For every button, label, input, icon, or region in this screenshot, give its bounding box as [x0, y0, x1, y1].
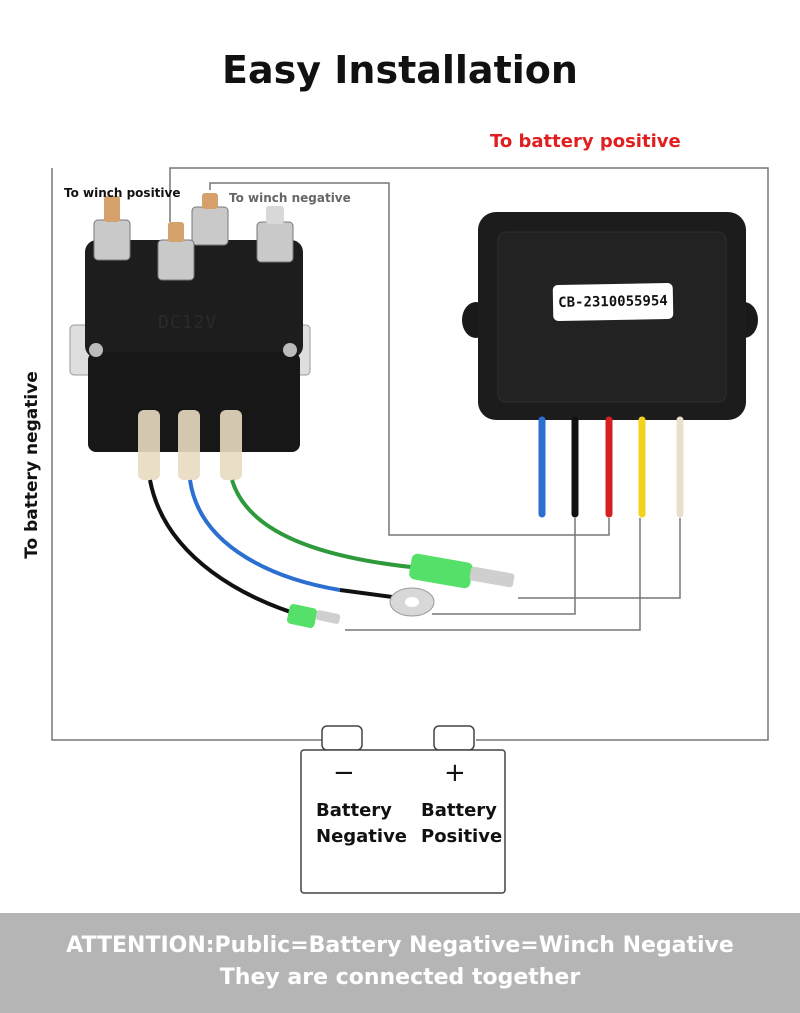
label-to-winch-negative: To winch negative	[229, 191, 351, 205]
black-wire-line	[432, 518, 576, 615]
label-to-battery-positive: To battery positive	[490, 131, 681, 152]
label-to-battery-negative: To battery negative	[22, 371, 42, 559]
battery-negative-sign: −	[333, 758, 355, 788]
connection-lines	[51, 167, 769, 741]
solenoid-spade-connectors	[138, 410, 242, 480]
yellow-wire-line	[345, 518, 641, 631]
black-control-wire	[148, 479, 301, 617]
battery-positive-text: Battery Positive	[421, 798, 502, 850]
battery-positive-post	[433, 725, 475, 751]
battery-negative-text: Battery Negative	[316, 798, 407, 850]
battery-positive-line	[169, 167, 769, 741]
green-terminal-small	[286, 604, 318, 628]
solenoid-posts	[93, 193, 294, 281]
winch-negative-line	[209, 182, 610, 536]
blue-control-wire	[188, 479, 341, 592]
page-title: Easy Installation	[222, 48, 578, 92]
battery-negative-line	[51, 168, 322, 741]
green-terminal-large	[409, 553, 473, 589]
battery-body	[300, 749, 506, 894]
battery-negative-post	[321, 725, 363, 751]
control-box-wires	[538, 416, 684, 518]
blue-to-ring-wire	[339, 588, 401, 600]
white-wire-line	[518, 518, 681, 599]
green-control-wire	[230, 479, 421, 570]
attention-line2: They are connected together	[219, 965, 581, 990]
wire-terminals	[286, 553, 515, 628]
control-box-code-label: CB-2310055954	[552, 282, 674, 322]
battery-positive-sign: +	[444, 758, 466, 788]
attention-line1: ATTENTION:Public=Battery Negative=Winch …	[66, 933, 734, 958]
battery-negative-line1: Battery	[316, 800, 392, 821]
solenoid-top-body	[85, 240, 303, 358]
battery	[300, 725, 506, 894]
battery-positive-line1: Battery	[421, 800, 497, 821]
battery-positive-line2: Positive	[421, 826, 503, 847]
attention-banner: ATTENTION:Public=Battery Negative=Winch …	[0, 913, 800, 1013]
label-to-winch-positive: To winch positive	[64, 186, 181, 200]
battery-negative-line2: Negative	[316, 826, 408, 847]
solenoid-voltage-text: DC12V	[158, 312, 218, 333]
solenoid	[69, 193, 311, 480]
solenoid-wires	[148, 479, 421, 617]
